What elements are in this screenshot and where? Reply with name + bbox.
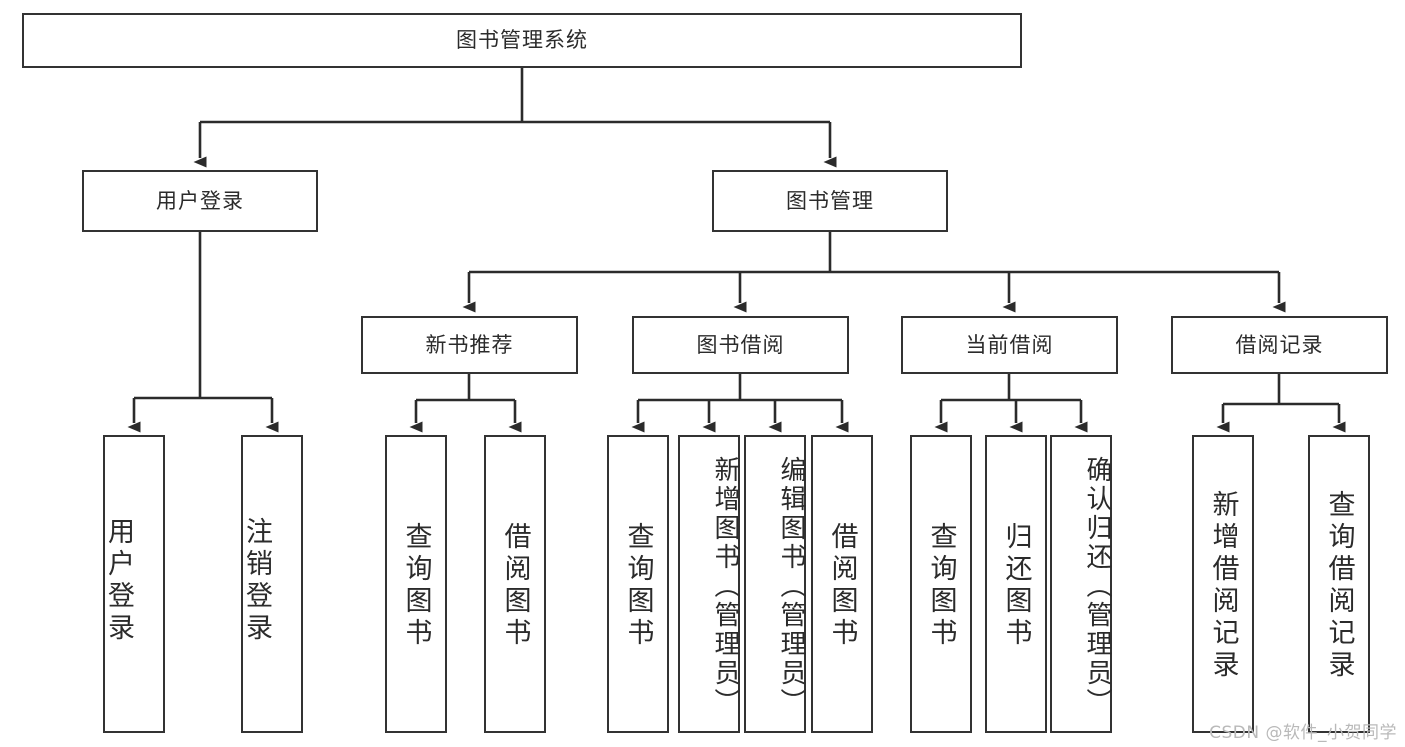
- node-leaf-borrow-book-new[interactable]: 借阅图书: [484, 435, 546, 733]
- node-leaf-user-login-label: 用户登录: [103, 517, 134, 645]
- node-book-management-label: 图书管理: [786, 188, 874, 213]
- node-current-borrow-label: 当前借阅: [965, 332, 1054, 357]
- csdn-watermark: CSDN @软件_小贺同学: [1209, 723, 1397, 743]
- node-leaf-add-borrow-record-label: 新增借阅记录: [1207, 490, 1239, 682]
- node-book-borrow-label: 图书借阅: [696, 332, 785, 357]
- node-new-book-recommend-label: 新书推荐: [425, 332, 514, 357]
- node-root[interactable]: 图书管理系统: [22, 13, 1022, 68]
- node-leaf-confirm-return-admin[interactable]: 确认归还（管理员）: [1050, 435, 1112, 733]
- node-leaf-query-book-current[interactable]: 查询图书: [910, 435, 972, 733]
- node-leaf-user-logout[interactable]: 注销登录: [241, 435, 303, 733]
- node-current-borrow[interactable]: 当前借阅: [901, 316, 1118, 374]
- node-user-login-label: 用户登录: [156, 188, 244, 213]
- node-leaf-edit-book-admin-label: 编辑图书（管理员）: [776, 455, 806, 717]
- node-leaf-return-book-label: 归还图书: [1000, 522, 1032, 650]
- node-leaf-confirm-return-admin-label: 确认归还（管理员）: [1082, 455, 1112, 717]
- node-leaf-borrow-book-borrow-label: 借阅图书: [826, 522, 858, 650]
- node-leaf-query-borrow-record[interactable]: 查询借阅记录: [1308, 435, 1370, 733]
- node-leaf-user-logout-label: 注销登录: [241, 517, 272, 645]
- node-leaf-add-borrow-record[interactable]: 新增借阅记录: [1192, 435, 1254, 733]
- node-leaf-query-book-borrow[interactable]: 查询图书: [607, 435, 669, 733]
- node-root-label: 图书管理系统: [456, 28, 588, 52]
- node-leaf-return-book[interactable]: 归还图书: [985, 435, 1047, 733]
- node-leaf-query-book-new[interactable]: 查询图书: [385, 435, 447, 733]
- node-leaf-borrow-book-borrow[interactable]: 借阅图书: [811, 435, 873, 733]
- node-leaf-query-book-current-label: 查询图书: [925, 522, 957, 650]
- node-leaf-edit-book-admin[interactable]: 编辑图书（管理员）: [744, 435, 806, 733]
- node-borrow-record[interactable]: 借阅记录: [1171, 316, 1388, 374]
- node-leaf-query-book-new-label: 查询图书: [400, 522, 432, 650]
- node-leaf-query-borrow-record-label: 查询借阅记录: [1323, 490, 1355, 682]
- node-borrow-record-label: 借阅记录: [1235, 332, 1324, 357]
- node-book-borrow[interactable]: 图书借阅: [632, 316, 849, 374]
- node-book-management[interactable]: 图书管理: [712, 170, 948, 232]
- node-user-login[interactable]: 用户登录: [82, 170, 318, 232]
- node-leaf-user-login[interactable]: 用户登录: [103, 435, 165, 733]
- node-leaf-borrow-book-new-label: 借阅图书: [499, 522, 531, 650]
- node-leaf-query-book-borrow-label: 查询图书: [622, 522, 654, 650]
- node-leaf-add-book-admin-label: 新增图书（管理员）: [710, 455, 740, 717]
- node-leaf-add-book-admin[interactable]: 新增图书（管理员）: [678, 435, 740, 733]
- node-new-book-recommend[interactable]: 新书推荐: [361, 316, 578, 374]
